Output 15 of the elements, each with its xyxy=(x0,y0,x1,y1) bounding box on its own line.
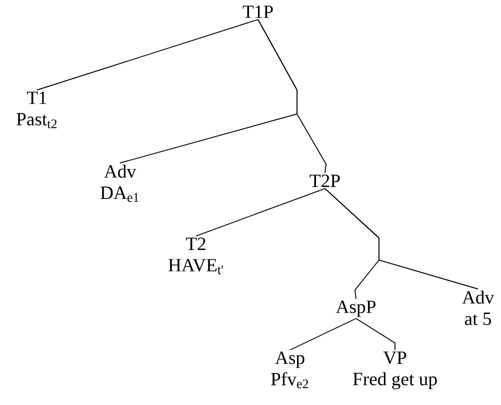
branch-line xyxy=(258,19,326,174)
node-label: T2P xyxy=(310,174,340,187)
node-label: T1 Past$_{t2}$ xyxy=(16,92,57,128)
node-label: Asp Pfv$_{e2}$ xyxy=(271,352,308,388)
node-label: AspP xyxy=(336,300,376,317)
node-label: VP Fred get up xyxy=(353,352,437,390)
branch-line xyxy=(324,188,478,290)
branch-line xyxy=(356,318,396,350)
branch-line xyxy=(290,318,356,350)
node-label: Adv DA$_{e1}$ xyxy=(100,164,139,202)
node-label: T1P xyxy=(242,6,273,18)
branch-line xyxy=(36,19,258,90)
node-label: T2 HAVE$_{t'}$ xyxy=(168,238,223,274)
node-label: Adv at 5 xyxy=(462,290,494,326)
branch-line xyxy=(196,188,326,236)
